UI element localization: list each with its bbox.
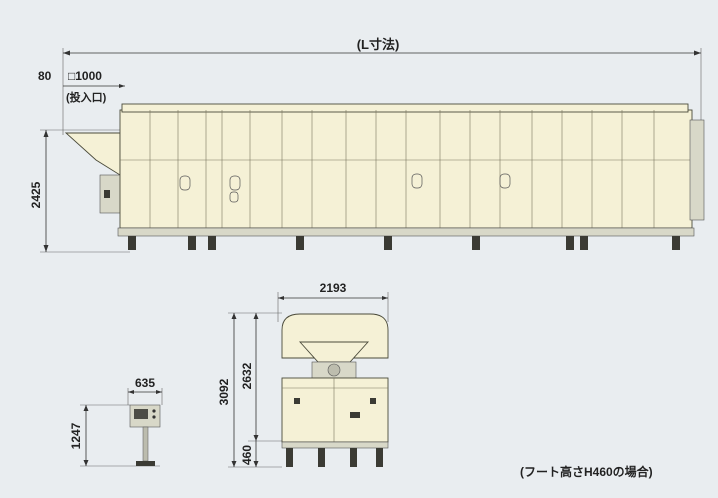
inspection-doors	[179, 173, 511, 203]
machine-roof	[121, 103, 689, 113]
side-height-label: 2425	[29, 181, 43, 208]
control-panel-view: 635 1247	[69, 376, 163, 467]
front-base-frame	[281, 441, 389, 449]
panel-stand-pole	[142, 426, 149, 462]
length-label: (L寸法)	[357, 37, 400, 52]
base-frame	[117, 227, 695, 237]
front-view: 2193 3092 2632 460	[217, 281, 389, 468]
outlet-unit	[689, 119, 705, 221]
panel-stand-base	[136, 461, 155, 466]
front-total-height-label: 3092	[217, 378, 231, 405]
inlet-hopper	[64, 132, 121, 176]
side-view: (L寸法) 80 □1000 (投入口) 2425	[29, 37, 705, 253]
panel-seams	[149, 110, 655, 228]
support-feet	[128, 236, 680, 250]
inlet-size-label: □1000	[68, 69, 102, 83]
front-body-height-label: 2632	[240, 362, 254, 389]
panel-width-label: 635	[135, 376, 155, 390]
inlet-note-label: (投入口)	[66, 90, 107, 104]
front-lower-housing	[281, 377, 389, 443]
motor-unit	[99, 174, 123, 214]
panel-height-label: 1247	[69, 422, 83, 449]
inlet-offset-label: 80	[38, 69, 52, 83]
front-feet	[286, 448, 383, 467]
front-hopper	[298, 341, 370, 363]
front-foot-height-label: 460	[240, 445, 254, 465]
front-width-label: 2193	[320, 281, 347, 295]
foot-height-note: (フート高さH460の場合)	[520, 464, 653, 479]
